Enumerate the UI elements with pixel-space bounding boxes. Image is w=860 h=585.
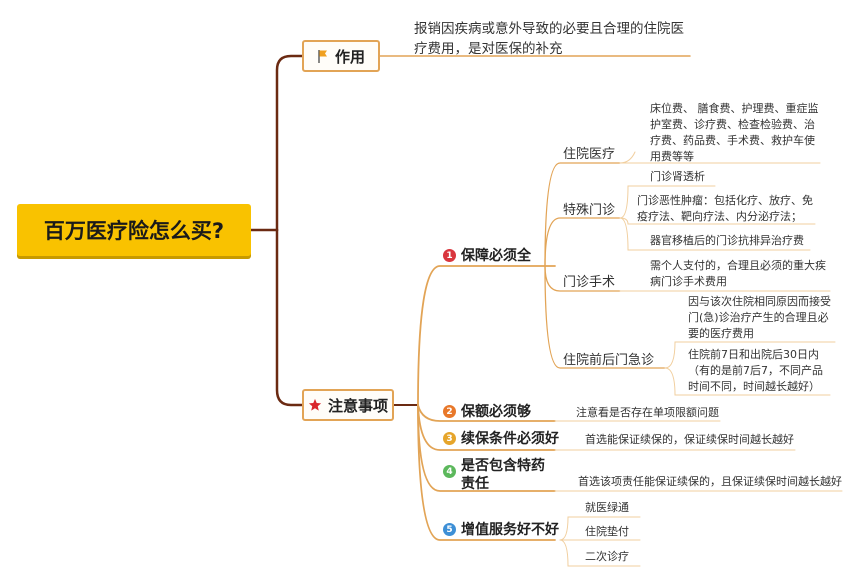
notes-node[interactable]: 注意事项 — [302, 389, 394, 421]
prepost-node[interactable]: 住院前后门急诊 — [563, 353, 655, 368]
amount-note: 注意看是否存在单项限额问题 — [576, 406, 719, 419]
note-item-5[interactable]: 5 增值服务好不好 — [443, 521, 559, 539]
note-item-label: 保额必须够 — [461, 404, 531, 420]
special-item-2: 门诊恶性肿瘤：包括化疗、放疗、免疫疗法、靶向疗法、内分泌疗法； — [637, 194, 813, 223]
note-item-label: 是否包含特药责任 — [461, 458, 545, 492]
inpatient-desc: 床位费、 膳食费、护理费、重症监护室费、诊疗费、检查检验费、治疗费、药品费、手术… — [650, 102, 819, 163]
prepost-item-1: 因与该次住院相同原因而接受门(急)诊治疗产生的合理且必要的医疗费用 — [688, 295, 831, 340]
note-item-2[interactable]: 2 保额必须够 — [443, 403, 531, 421]
note-item-3[interactable]: 3 续保条件必须好 — [443, 430, 559, 448]
note-item-label: 保障必须全 — [461, 248, 531, 264]
function-label: 作用 — [334, 47, 365, 66]
surgery-node[interactable]: 门诊手术 — [563, 275, 616, 290]
special-item-1: 门诊肾透析 — [650, 170, 705, 183]
note-item-1[interactable]: 1 保障必须全 — [443, 247, 531, 265]
special-clinic-node[interactable]: 特殊门诊 — [563, 203, 616, 218]
number-badge: 4 — [443, 465, 456, 478]
number-badge: 3 — [443, 432, 456, 445]
service-item-3: 二次诊疗 — [585, 550, 629, 563]
service-item-2: 住院垫付 — [585, 525, 629, 538]
special-item-3: 器官移植后的门诊抗排异治疗费 — [650, 234, 804, 247]
number-badge: 5 — [443, 523, 456, 536]
note-item-label: 续保条件必须好 — [461, 431, 559, 447]
function-desc: 报销因疾病或意外导致的必要且合理的住院医疗费用，是对医保的补充 — [414, 21, 684, 57]
root-node[interactable]: 百万医疗险怎么买? — [17, 204, 251, 256]
star-icon — [308, 398, 322, 412]
drug-note: 首选该项责任能保证续保的，且保证续保时间越长越好 — [578, 475, 842, 488]
notes-label: 注意事项 — [327, 396, 388, 415]
surgery-desc: 需个人支付的，合理且必须的重大疾病门诊手术费用 — [650, 259, 826, 288]
function-node[interactable]: 作用 — [302, 40, 380, 72]
note-item-4[interactable]: 4 是否包含特药责任 — [443, 457, 548, 493]
number-badge: 1 — [443, 249, 456, 262]
number-badge: 2 — [443, 405, 456, 418]
note-item-label: 增值服务好不好 — [461, 522, 559, 538]
renew-note: 首选能保证续保的，保证续保时间越长越好 — [585, 433, 794, 446]
prepost-item-2: 住院前7日和出院后30日内（有的是前7后7，不同产品时间不同，时间越长越好） — [688, 348, 823, 393]
root-label: 百万医疗险怎么买? — [43, 219, 225, 243]
flag-icon — [317, 49, 329, 64]
inpatient-node[interactable]: 住院医疗 — [563, 147, 616, 162]
service-item-1: 就医绿通 — [585, 501, 629, 514]
